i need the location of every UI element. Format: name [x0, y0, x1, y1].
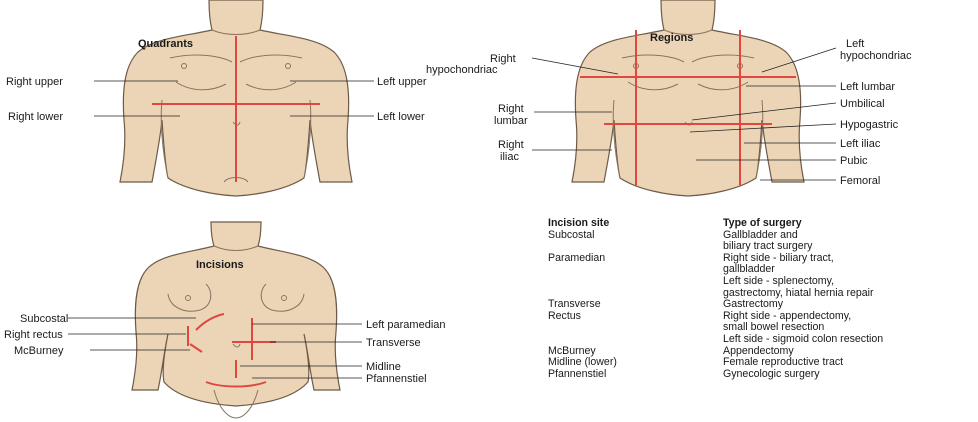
cell-site	[548, 264, 723, 276]
cell-surgery: Female reproductive tract	[723, 356, 844, 369]
table-row: biliary tract surgery	[548, 241, 973, 253]
label-left-iliac: Left iliac	[840, 138, 881, 150]
label-left-upper: Left upper	[377, 76, 427, 88]
cell-surgery: gallbladder	[723, 263, 775, 276]
label-pfannenstiel: Pfannenstiel	[366, 373, 427, 385]
quadrants-title: Quadrants	[138, 38, 193, 50]
label-left-hypochondriac-1: Left	[846, 38, 864, 50]
mcburney-incision	[189, 343, 203, 353]
label-hypogastric: Hypogastric	[840, 119, 899, 131]
regions-figure: Regions Right hypochondriac Right lumbar…	[426, 0, 912, 197]
cell-site: Paramedian	[548, 251, 606, 264]
label-right-upper: Right upper	[6, 76, 63, 88]
subcostal-incision	[195, 313, 225, 331]
table-row: gastrectomy, hiatal hernia repair	[548, 286, 973, 300]
table-row: Left side - splenectomy,	[548, 274, 973, 288]
label-left-paramedian: Left paramedian	[366, 319, 446, 331]
cell-site: Rectus	[548, 309, 581, 322]
cell-surgery: gastrectomy, hiatal hernia repair	[723, 286, 874, 299]
header-type-of-surgery: Type of surgery	[723, 217, 802, 229]
cell-surgery: biliary tract surgery	[723, 240, 813, 253]
cell-site: Pfannenstiel	[548, 367, 607, 380]
label-umbilical: Umbilical	[840, 98, 885, 110]
label-pubic: Pubic	[840, 155, 868, 167]
cell-site: Transverse	[548, 298, 601, 311]
cell-site: Midline (lower)	[548, 356, 617, 369]
cell-site	[548, 334, 723, 346]
label-right-lumbar-2: lumbar	[494, 115, 528, 127]
cell-site	[548, 276, 723, 288]
pfannenstiel-incision	[205, 381, 267, 388]
table-row: Paramedian Right side - biliary tract,	[548, 251, 973, 265]
cell-surgery: Right side - appendectomy,	[723, 309, 852, 322]
table-row: Transverse Gastrectomy	[548, 299, 973, 311]
table-row: Midline (lower) Female reproductive tract	[548, 357, 973, 369]
incisions-title: Incisions	[196, 259, 244, 271]
cell-surgery: Appendectomy	[723, 344, 794, 357]
table-row: Rectus Right side - appendectomy,	[548, 309, 973, 323]
table-row: Subcostal Gallbladder and	[548, 228, 973, 242]
label-subcostal: Subcostal	[20, 313, 68, 325]
label-right-rectus: Right rectus	[4, 329, 63, 341]
cell-surgery: Gallbladder and	[723, 228, 798, 241]
label-right-hypochondriac-1: Right	[490, 53, 516, 65]
table-row: Left side - sigmoid colon resection	[548, 332, 973, 346]
label-femoral: Femoral	[840, 175, 880, 187]
label-transverse: Transverse	[366, 337, 421, 349]
label-right-iliac-2: iliac	[500, 151, 519, 163]
table-header: Incision site Type of surgery	[548, 217, 973, 230]
label-left-hypochondriac-2: hypochondriac	[840, 50, 912, 62]
cell-site: Subcostal	[548, 228, 595, 241]
label-right-hypochondriac-2: hypochondriac	[426, 64, 498, 76]
cell-surgery: Gastrectomy	[723, 298, 784, 311]
table-row: Pfannenstiel Gynecologic surgery	[548, 367, 973, 381]
label-midline: Midline	[366, 361, 401, 373]
regions-title: Regions	[650, 32, 693, 44]
incisions-figure: Incisions Subcostal Right rectus McBurne…	[4, 221, 446, 419]
label-left-lower: Left lower	[377, 111, 425, 123]
table-row: McBurney Appendectomy	[548, 344, 973, 358]
cell-surgery: Left side - sigmoid colon resection	[723, 332, 884, 345]
cell-surgery: Left side - splenectomy,	[723, 274, 835, 287]
cell-surgery: small bowel resection	[723, 321, 825, 334]
label-right-lumbar-1: Right	[498, 103, 524, 115]
cell-site: McBurney	[548, 344, 596, 357]
cell-site	[548, 322, 723, 334]
label-right-iliac-1: Right	[498, 139, 524, 151]
label-mcburney: McBurney	[14, 345, 64, 357]
label-right-lower: Right lower	[8, 111, 63, 123]
quadrants-figure: Quadrants Right upper Right lower Left u…	[6, 0, 427, 197]
header-incision-site: Incision site	[548, 217, 610, 229]
cell-surgery: Right side - biliary tract,	[723, 251, 834, 264]
cell-surgery: Gynecologic surgery	[723, 367, 820, 380]
label-left-lumbar: Left lumbar	[840, 81, 895, 93]
table-row: gallbladder	[548, 264, 973, 276]
table-row: small bowel resection	[548, 322, 973, 334]
